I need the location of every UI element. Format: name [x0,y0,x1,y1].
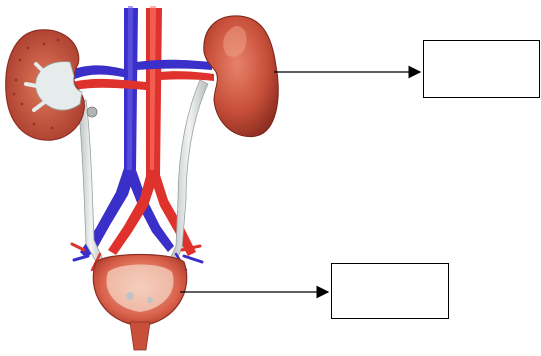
kidney-label-box[interactable] [423,40,540,98]
bladder-label-box[interactable] [331,263,449,319]
bladder [93,255,186,351]
renal-vessels [70,60,214,90]
